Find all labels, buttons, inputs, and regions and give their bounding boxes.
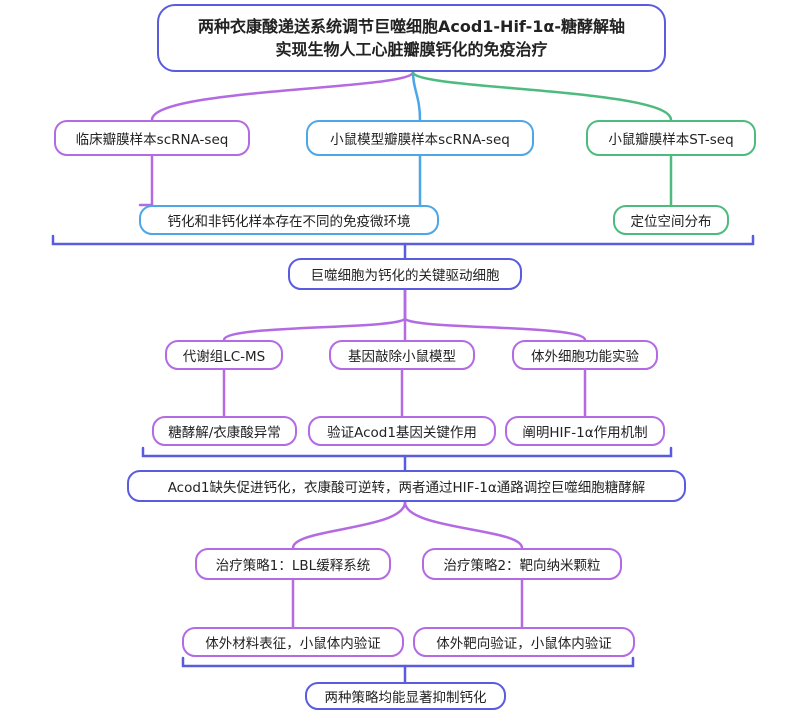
connector-clinical-down (138, 154, 154, 207)
lcms-node: 代谢组LC-MS (165, 340, 283, 370)
nano-validation-node: 体外靶向验证，小鼠体内验证 (413, 627, 635, 657)
connector-title-mouse-st (411, 70, 673, 122)
nano-strategy-node: 治疗策略2：靶向纳米颗粒 (422, 548, 622, 580)
connector-mech-nano (403, 500, 524, 550)
lbl-validation-node: 体外材料表征，小鼠体内验证 (182, 627, 404, 657)
key-finding-node: 巨噬细胞为钙化的关键驱动细胞 (288, 258, 522, 290)
mouse-stseq-node: 小鼠瓣膜样本ST-seq (586, 120, 756, 156)
immune-environment-node: 钙化和非钙化样本存在不同的免疫微环境 (139, 205, 439, 235)
connector-title-mouse-sc (411, 70, 422, 122)
connector-mech-lbl (291, 500, 407, 550)
brace-1 (51, 234, 755, 246)
mouse-scrna-node: 小鼠模型瓣膜样本scRNA-seq (306, 120, 534, 156)
knockout-node: 基因敲除小鼠模型 (329, 340, 475, 370)
connector-title-clinical (150, 70, 415, 122)
lbl-strategy-node: 治疗策略1：LBL缓释系统 (195, 548, 391, 580)
glycolysis-node: 糖酵解/衣康酸异常 (152, 416, 297, 446)
invitro-node: 体外细胞功能实验 (512, 340, 658, 370)
spatial-distribution-node: 定位空间分布 (613, 205, 729, 235)
clinical-scrna-node: 临床瓣膜样本scRNA-seq (54, 120, 250, 156)
brace-2 (141, 446, 673, 458)
conclusion-node: 两种策略均能显著抑制钙化 (305, 682, 506, 710)
mechanism-node: Acod1缺失促进钙化，衣康酸可逆转，两者通过HIF-1α通路调控巨噬细胞糖酵解 (127, 470, 686, 502)
title-line-1: 两种衣康酸递送系统调节巨噬细胞Acod1-Hif-1α-糖酵解轴 (197, 17, 626, 36)
brace-3 (181, 656, 635, 668)
title-line-2: 实现生物人工心脏瓣膜钙化的免疫治疗 (275, 40, 548, 59)
connector-key-invitro (403, 288, 587, 342)
title-node: 两种衣康酸递送系统调节巨噬细胞Acod1-Hif-1α-糖酵解轴 实现生物人工心… (157, 4, 666, 72)
hif-node: 阐明HIF-1α作用机制 (505, 416, 665, 446)
connector-key-lcms (222, 288, 407, 342)
acod1-node: 验证Acod1基因关键作用 (308, 416, 496, 446)
